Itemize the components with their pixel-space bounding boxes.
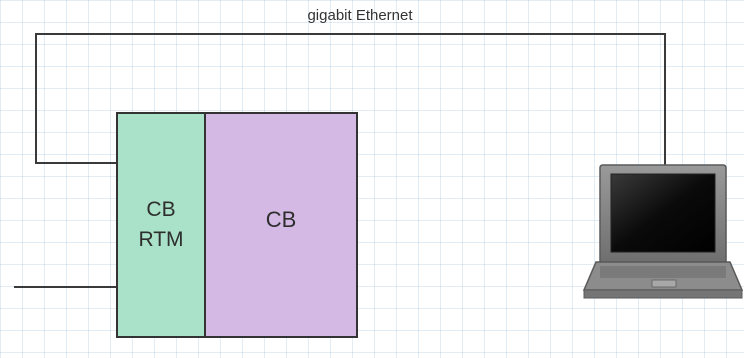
cb-board (204, 112, 358, 338)
rtm-label-line-1: CB (146, 198, 176, 221)
rtm-label: CB RTM (118, 195, 204, 255)
rtm-label-line-2: RTM (138, 228, 184, 251)
ethernet-link-line (35, 33, 666, 167)
cb-rtm-module (116, 112, 206, 338)
link-label: gigabit Ethernet (307, 7, 413, 24)
board-label: CB (265, 207, 297, 232)
laptop-icon (582, 164, 744, 299)
